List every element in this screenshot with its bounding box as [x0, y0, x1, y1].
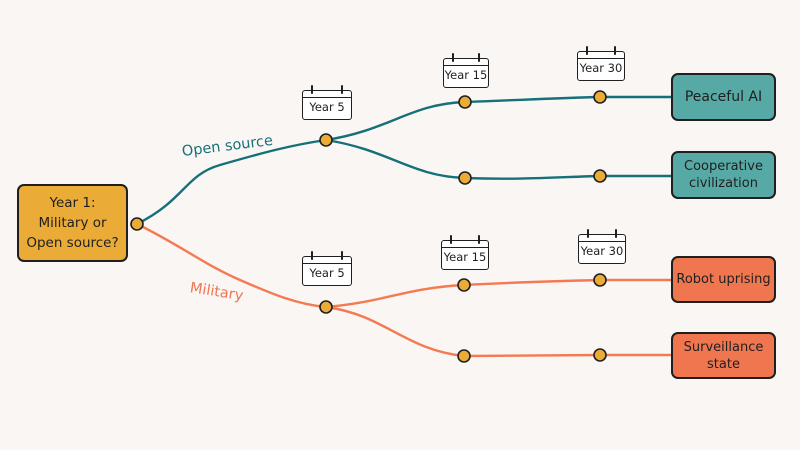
outcome-label-line-1: Cooperative: [684, 159, 763, 174]
military-year30-upper-node: [593, 273, 607, 287]
milestone-label: Year 15: [444, 68, 488, 82]
military-year15-upper-node: [457, 278, 471, 292]
calendar-icon: Year 15: [441, 235, 489, 270]
outcome-label-line-2: state: [707, 356, 740, 372]
outcome-label-line-2: civilization: [689, 176, 758, 191]
military-year5-node: [319, 300, 333, 314]
open-year15-upper-node: [458, 95, 472, 109]
military-connector: [135, 222, 328, 309]
outcome-surveillance-state: Surveillance state: [671, 332, 776, 379]
milestone-label: Year 5: [309, 266, 345, 280]
calendar-icon: Year 30: [578, 229, 626, 264]
open-year15-lower-node: [458, 171, 472, 185]
start-line-1: Year 1:: [49, 195, 96, 211]
open-year30-upper-node: [593, 90, 607, 104]
start-node: [130, 217, 144, 231]
start-line-3: Open source?: [26, 235, 119, 251]
milestone-label: Year 30: [580, 244, 624, 258]
open-year30-lower-node: [593, 169, 607, 183]
milestone-label: Year 5: [309, 100, 345, 114]
military-year15-lower-node: [457, 349, 471, 363]
cooperative-civilization-connector: [324, 138, 673, 180]
outcome-label: Robot uprising: [676, 272, 771, 287]
outcome-robot-uprising: Robot uprising: [671, 256, 776, 303]
milestone-label: Year 15: [443, 250, 487, 264]
start-decision-box: Year 1: Military or Open source?: [17, 184, 128, 262]
outcome-label: Peaceful AI: [684, 88, 763, 105]
robot-uprising-connector: [324, 278, 673, 309]
surveillance-state-connector: [324, 305, 673, 358]
military-year30-lower-node: [593, 348, 607, 362]
outcome-cooperative-civilization: Cooperative civilization: [671, 151, 776, 199]
calendar-icon: Year 5: [302, 85, 352, 120]
outcome-label-line-1: Surveillance: [683, 339, 764, 355]
open-year5-node: [319, 133, 333, 147]
peaceful-ai-connector: [324, 95, 673, 142]
calendar-icon: Year 5: [302, 251, 352, 286]
open-source-connector: [135, 138, 328, 226]
milestone-label: Year 30: [579, 61, 623, 75]
calendar-icon: Year 15: [443, 53, 489, 88]
calendar-icon: Year 30: [577, 46, 625, 81]
start-line-2: Military or: [38, 215, 107, 231]
outcome-peaceful-ai: Peaceful AI: [671, 73, 776, 121]
